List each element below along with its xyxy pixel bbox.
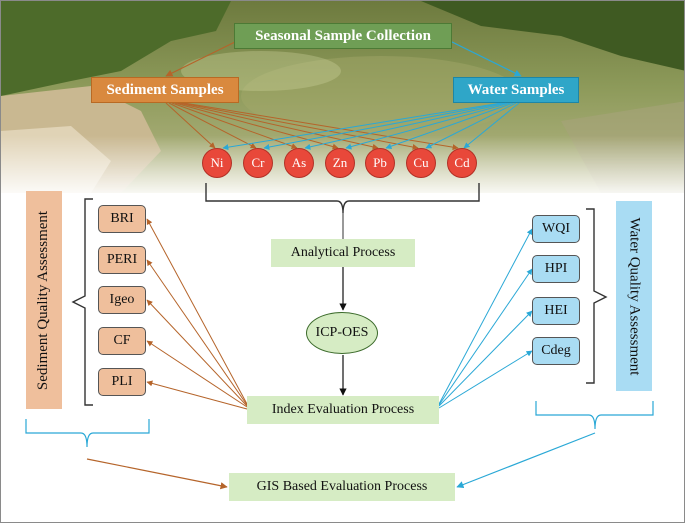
index-peri: PERI [98,246,146,274]
index-cf: CF [98,327,146,355]
analytical-process-box: Analytical Process [271,239,415,267]
sediment-list-bracket [71,198,93,406]
metal-cu: Cu [406,148,436,178]
index-to-water-arrows [438,228,533,409]
metal-as: As [284,148,314,178]
metal-ni: Ni [202,148,232,178]
index-bri: BRI [98,205,146,233]
water-samples-label: Water Samples [453,77,579,103]
water-quality-assessment-text: Water Quality Assessment [626,217,643,375]
sediment-quality-assessment-text: Sediment Quality Assessment [35,210,52,390]
metal-zn: Zn [325,148,355,178]
water-list-bracket [586,208,608,384]
metal-pb: Pb [365,148,395,178]
seasonal-sample-collection-label: Seasonal Sample Collection [234,23,452,49]
index-pli: PLI [98,368,146,396]
index-wqi: WQI [532,215,580,243]
index-to-sediment-arrows [146,218,248,410]
sediment-bottom-bracket [25,419,150,448]
gis-evaluation-process-box: GIS Based Evaluation Process [229,473,455,501]
water-quality-assessment-label: Water Quality Assessment [616,201,652,391]
index-hpi: HPI [532,255,580,283]
icp-oes-ellipse: ICP-OES [306,312,378,354]
sediment-samples-label: Sediment Samples [91,77,239,103]
sediment-quality-assessment-label: Sediment Quality Assessment [26,191,62,409]
metal-cr: Cr [243,148,273,178]
index-cdeg: Cdeg [532,337,580,365]
index-hei: HEI [532,297,580,325]
index-igeo: Igeo [98,286,146,314]
sediment-to-gis-arrow [86,458,228,490]
water-to-gis-arrow [456,432,596,488]
metal-cd: Cd [447,148,477,178]
water-bottom-bracket [535,401,654,430]
index-evaluation-process-box: Index Evaluation Process [247,396,439,424]
